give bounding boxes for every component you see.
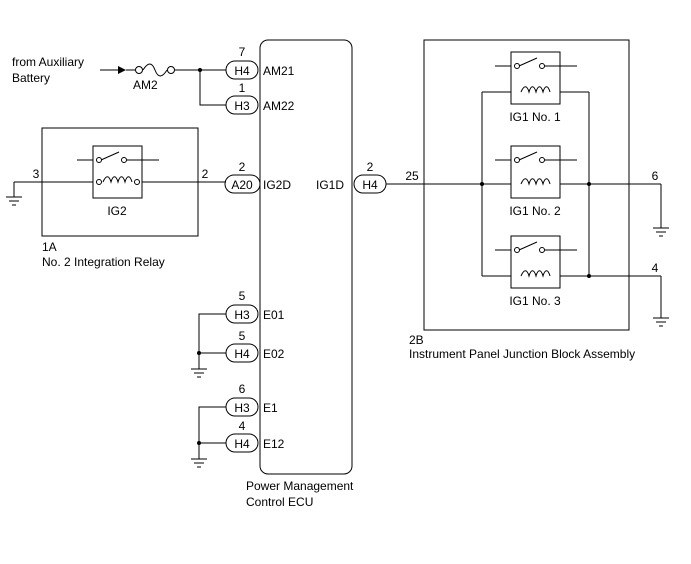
ig2d-connector <box>224 174 261 194</box>
ig2-switch-contact-2 <box>121 157 127 163</box>
wire-e01-e02-ground <box>198 313 226 369</box>
integration-relay-pin-right: 2 <box>202 167 209 181</box>
junction-block-pin-in: 25 <box>405 169 419 183</box>
fuse-terminal-right <box>167 66 175 74</box>
ground-e1x-icon <box>191 458 207 468</box>
am22-connector-code: H3 <box>234 99 250 113</box>
ig2-switch-blade <box>100 151 120 161</box>
integration-relay-code: 1A <box>42 240 57 254</box>
e01-pin-number: 5 <box>239 289 246 303</box>
source-arrow-head <box>118 66 126 74</box>
source-label-line2: Battery <box>12 71 50 85</box>
ecu-name-line1: Power Management <box>246 479 354 493</box>
ig1-no1-contact-2 <box>539 63 545 69</box>
ig2-switch-contact-1 <box>96 157 102 163</box>
ig1d-pin-number: 2 <box>367 160 374 174</box>
junction-dot-output-upper <box>587 182 591 186</box>
ground-pin4-icon <box>653 276 669 327</box>
e1-terminal: E1 <box>263 401 278 415</box>
ig1-no1-label: IG1 No. 1 <box>509 110 561 124</box>
ig2-coil-terminal-2 <box>134 179 140 185</box>
am22-connector <box>225 95 259 115</box>
ecu-body <box>259 39 353 475</box>
ig1d-connector-code: H4 <box>362 178 378 192</box>
ig1-no2-relay-body <box>510 145 561 199</box>
ig1-no1-blade <box>518 57 538 67</box>
integration-relay-name: No. 2 Integration Relay <box>42 255 165 269</box>
ig1-no3-contact-2 <box>539 247 545 253</box>
ecu-name-line2: Control ECU <box>246 495 313 509</box>
am21-connector <box>225 60 259 80</box>
e02-pin-number: 5 <box>239 329 246 343</box>
e01-terminal: E01 <box>263 308 285 322</box>
fuse-symbol <box>142 63 168 77</box>
ig2d-pin-number: 2 <box>239 160 246 174</box>
junction-block-pin-out-lower: 4 <box>652 261 659 275</box>
ig2d-connector-code: A20 <box>231 178 253 192</box>
ig2d-terminal: IG2D <box>263 178 291 192</box>
e1-pin-number: 6 <box>239 382 246 396</box>
ig1-no3-coil <box>520 270 551 278</box>
e02-terminal: E02 <box>263 347 285 361</box>
integration-relay-pin-left: 3 <box>33 167 40 181</box>
junction-block-box <box>423 39 630 331</box>
ig1-no3-label: IG1 No. 3 <box>509 294 561 308</box>
junction-dot-input <box>480 182 484 186</box>
ground-pin6-icon <box>653 184 669 237</box>
ig1-no3-relay-body <box>510 235 561 289</box>
e1-connector-code: H3 <box>234 401 250 415</box>
ig1-no1-coil <box>520 86 551 94</box>
am22-pin-number: 1 <box>239 81 246 95</box>
ig1-no3-blade <box>518 241 538 251</box>
fuse-terminal-left <box>135 66 143 74</box>
junction-dot-e0x <box>197 351 201 355</box>
junction-block-code: 2B <box>409 333 424 347</box>
e12-pin-number: 4 <box>239 419 246 433</box>
am22-terminal: AM22 <box>263 99 295 113</box>
ig1-no2-coil <box>520 178 551 186</box>
junction-dot-e1x <box>197 441 201 445</box>
am21-pin-number: 7 <box>239 45 246 59</box>
e12-connector-code: H4 <box>234 437 250 451</box>
am21-connector-code: H4 <box>234 64 250 78</box>
ig2-relay-label: IG2 <box>107 204 127 218</box>
fuse-label: AM2 <box>133 78 158 92</box>
ig2-relay-body <box>92 145 143 199</box>
ig1-no2-blade <box>518 151 538 161</box>
ground-e0x-icon <box>191 368 207 378</box>
e02-connector-code: H4 <box>234 347 250 361</box>
ig1-no2-contact-1 <box>514 157 520 163</box>
junction-block-name: Instrument Panel Junction Block Assembly <box>409 347 635 361</box>
ig2-coil-terminal-1 <box>96 179 102 185</box>
ig1d-terminal: IG1D <box>316 178 344 192</box>
ig1-no3-contact-1 <box>514 247 520 253</box>
e12-terminal: E12 <box>263 437 285 451</box>
junction-block-pin-out-upper: 6 <box>652 169 659 183</box>
ig1-no2-label: IG1 No. 2 <box>509 204 561 218</box>
am21-terminal: AM21 <box>263 64 295 78</box>
e01-connector-code: H3 <box>234 308 250 322</box>
ig1-no2-contact-2 <box>539 157 545 163</box>
ig2-coil <box>102 176 133 184</box>
ig1-no1-contact-1 <box>514 63 520 69</box>
ig1-no1-relay-body <box>510 51 561 105</box>
ground-relay-left-icon <box>6 182 22 206</box>
source-label-line1: from Auxiliary <box>12 55 84 69</box>
wire-am22-branch <box>199 70 226 106</box>
wire-e1-e12-ground <box>198 406 226 459</box>
